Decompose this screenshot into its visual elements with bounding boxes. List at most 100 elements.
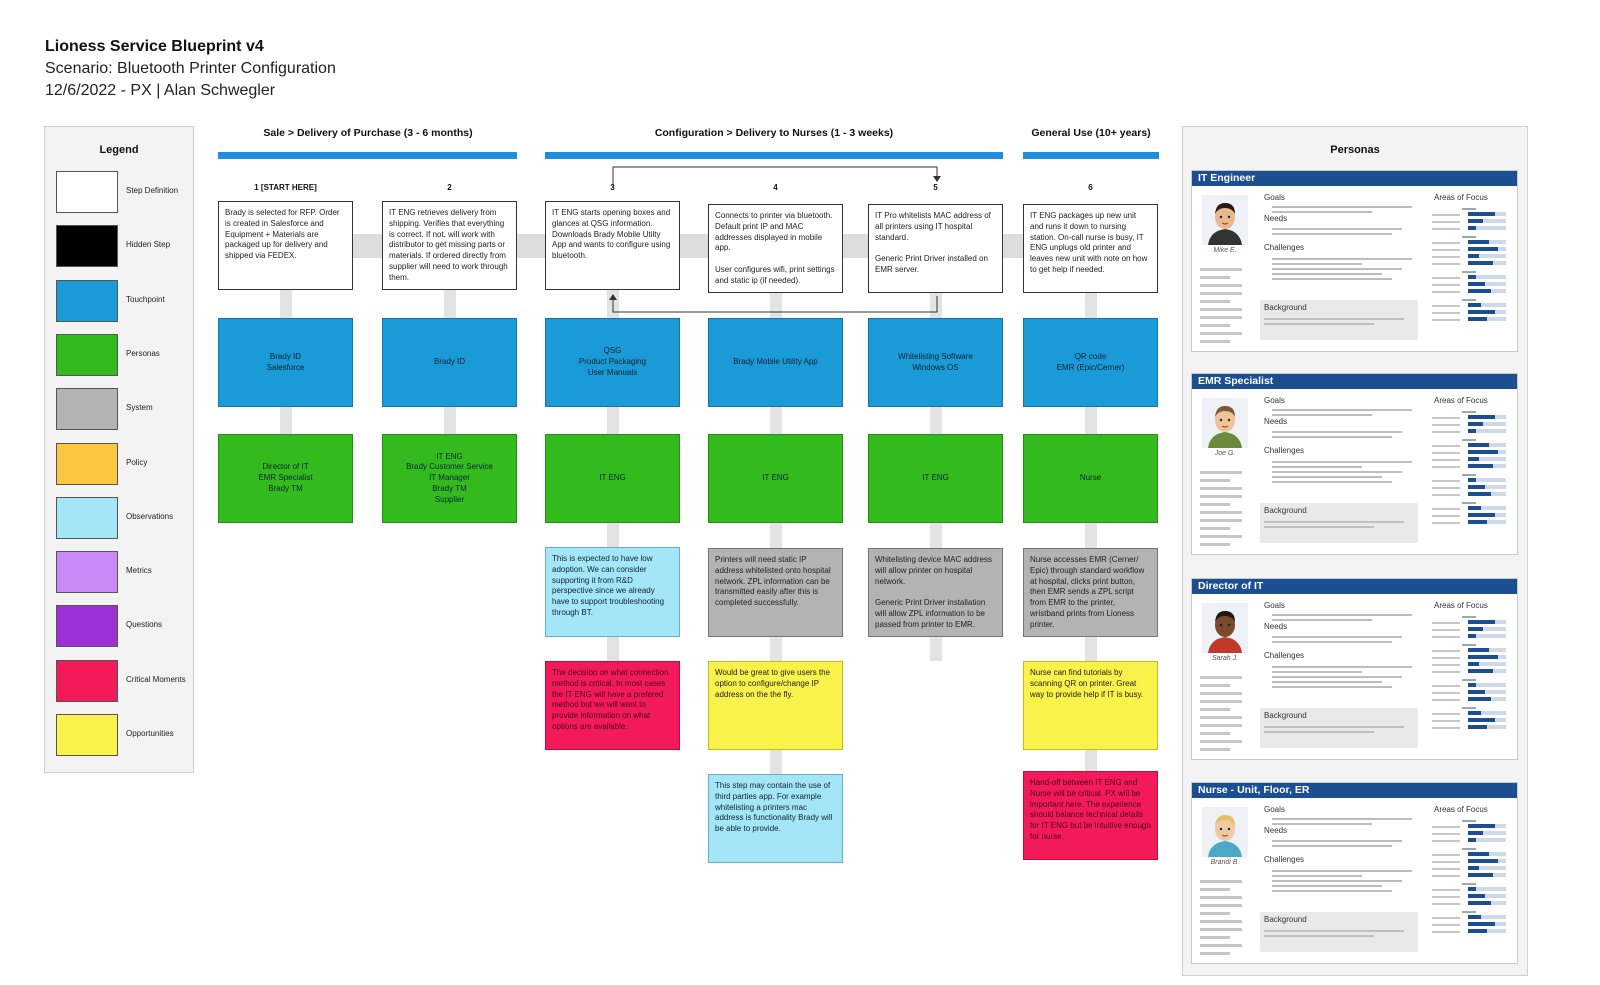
legend-swatch bbox=[56, 333, 118, 376]
persona-meta bbox=[1200, 671, 1252, 756]
lane-connector bbox=[1084, 290, 1097, 318]
legend-item: Critical Moments bbox=[56, 659, 191, 704]
legend-swatch bbox=[56, 225, 118, 268]
touchpoint-box: Whitelisting Software Windows OS bbox=[868, 318, 1003, 407]
system-note: Whitelisting device MAC address will all… bbox=[868, 548, 1003, 637]
legend-swatch bbox=[56, 171, 118, 213]
persona-name: Joe G. bbox=[1214, 450, 1236, 457]
legend-swatch bbox=[56, 551, 118, 594]
areas-of-focus-bars bbox=[1432, 815, 1512, 936]
legend-label: Questions bbox=[126, 620, 163, 630]
opportunity-note: Nurse can find tutorials by scanning QR … bbox=[1023, 661, 1158, 750]
goals-lines bbox=[1272, 203, 1422, 216]
needs-label: Needs bbox=[1264, 417, 1288, 426]
persona-card-title: IT Engineer bbox=[1192, 171, 1517, 186]
lane-connector bbox=[769, 637, 782, 661]
background-label: Background bbox=[1264, 711, 1307, 720]
observation-note-text: This step may contain the use of third p… bbox=[715, 781, 833, 834]
persona-avatar bbox=[1202, 398, 1248, 448]
scenario-subtitle: Scenario: Bluetooth Printer Configuratio… bbox=[45, 60, 336, 77]
critical-moment-note: Hand-off between IT ENG and Nurse will b… bbox=[1023, 771, 1158, 860]
lane-connector bbox=[929, 290, 942, 318]
persona-meta bbox=[1200, 875, 1252, 960]
legend-title: Legend bbox=[99, 144, 139, 156]
legend-label: Policy bbox=[126, 457, 148, 467]
background-label: Background bbox=[1264, 506, 1307, 515]
touchpoint-box: Brady Mobile Utility App bbox=[708, 318, 843, 407]
step-number: 2 bbox=[447, 183, 452, 192]
step-definition-text: Connects to printer via bluetooth. Defau… bbox=[715, 211, 835, 285]
lane-connector bbox=[606, 523, 619, 547]
lane-connector bbox=[929, 637, 942, 661]
background-label: Background bbox=[1264, 303, 1307, 312]
persona-card-title: EMR Specialist bbox=[1192, 374, 1517, 389]
needs-label: Needs bbox=[1264, 214, 1288, 223]
legend-item: Personas bbox=[56, 333, 191, 378]
goals-lines bbox=[1272, 815, 1422, 828]
touchpoint-box: QSG Product Packaging User Manuals bbox=[545, 318, 680, 407]
legend-item: Observations bbox=[56, 496, 191, 541]
needs-lines bbox=[1272, 225, 1422, 238]
blueprint-title: Lioness Service Blueprint v4 bbox=[45, 38, 264, 55]
lane-connector bbox=[443, 290, 456, 318]
touchpoint-box-text: Whitelisting Software Windows OS bbox=[898, 351, 973, 372]
persona-box-text: IT ENG bbox=[762, 473, 789, 483]
phase-title-general-use: General Use (10+ years) bbox=[1031, 127, 1151, 139]
persona-meta bbox=[1200, 466, 1252, 551]
step-connector bbox=[843, 234, 868, 258]
challenges-lines bbox=[1272, 255, 1422, 283]
goals-label: Goals bbox=[1264, 601, 1285, 610]
legend-item: Hidden Step bbox=[56, 225, 191, 269]
persona-box: IT ENG bbox=[708, 434, 843, 523]
phase-bar-sale bbox=[218, 152, 517, 159]
step-number: 6 bbox=[1088, 183, 1093, 192]
legend-item: Step Definition bbox=[56, 171, 191, 215]
date-author: 12/6/2022 - PX | Alan Schwegler bbox=[45, 82, 276, 99]
goals-lines bbox=[1272, 406, 1422, 419]
lane-connector bbox=[606, 407, 619, 434]
critical-moment-note: The decision on what connection method i… bbox=[545, 661, 680, 750]
persona-box-text: IT ENG Brady Customer Service IT Manager… bbox=[406, 451, 493, 504]
observation-note: This is expected to have low adoption. W… bbox=[545, 547, 680, 637]
challenges-lines bbox=[1272, 458, 1422, 486]
observation-note-text: This is expected to have low adoption. W… bbox=[552, 554, 665, 617]
persona-box: Director of IT EMR Specialist Brady TM bbox=[218, 434, 353, 523]
legend-item: System bbox=[56, 388, 191, 432]
step-definition-text: IT ENG retrieves delivery from shipping.… bbox=[389, 208, 508, 282]
goals-lines bbox=[1272, 611, 1422, 624]
personas-title: Personas bbox=[1330, 144, 1380, 156]
persona-avatar bbox=[1202, 807, 1248, 857]
needs-lines bbox=[1272, 633, 1422, 646]
touchpoint-box: Brady ID bbox=[382, 318, 517, 407]
legend-item: Touchpoint bbox=[56, 279, 191, 324]
persona-name: Mike E. bbox=[1213, 247, 1237, 254]
system-note: Printers will need static IP address whi… bbox=[708, 548, 843, 637]
legend-item: Metrics bbox=[56, 551, 191, 595]
persona-box: IT ENG bbox=[868, 434, 1003, 523]
legend-label: Personas bbox=[126, 348, 160, 358]
lane-connector bbox=[1084, 523, 1097, 548]
lane-connector bbox=[769, 407, 782, 434]
lane-connector bbox=[279, 407, 292, 434]
areas-of-focus-bars bbox=[1432, 203, 1512, 324]
step-definition-text: IT ENG starts opening boxes and glances … bbox=[552, 208, 671, 261]
touchpoint-box-text: QSG Product Packaging User Manuals bbox=[578, 346, 647, 377]
background-box: Background bbox=[1260, 300, 1418, 340]
persona-box-text: Director of IT EMR Specialist Brady TM bbox=[258, 462, 313, 493]
step-definition-text: IT ENG packages up new unit and runs it … bbox=[1030, 211, 1148, 274]
phase-bar-general-use bbox=[1023, 152, 1159, 159]
step-definition: Brady is selected for RFP. Order is crea… bbox=[218, 201, 353, 290]
opportunity-note: Would be great to give users the option … bbox=[708, 661, 843, 750]
lane-connector bbox=[279, 290, 292, 318]
legend-label: Critical Moments bbox=[126, 674, 186, 684]
legend-swatch bbox=[56, 714, 118, 756]
challenges-label: Challenges bbox=[1264, 855, 1305, 864]
challenges-label: Challenges bbox=[1264, 243, 1305, 252]
lane-connector bbox=[1084, 750, 1097, 771]
opportunity-note-text: Nurse can find tutorials by scanning QR … bbox=[1030, 668, 1144, 699]
step-number: 1 [START HERE] bbox=[254, 183, 317, 192]
